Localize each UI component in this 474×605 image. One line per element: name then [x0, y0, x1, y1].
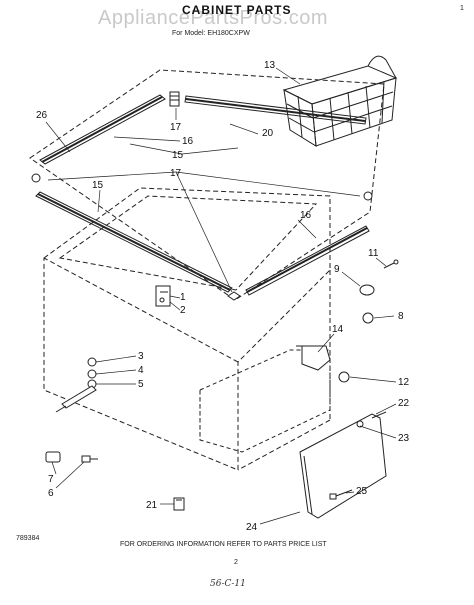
lid-corner-pieces — [31, 91, 373, 301]
hinge-assembly — [155, 285, 171, 307]
callout-6: 6 — [48, 488, 54, 499]
corner-piece-bottom — [227, 291, 241, 301]
callout-15-left: 15 — [92, 180, 104, 191]
leader-lines — [45, 67, 397, 525]
watermark-text: AppliancePartsPros.com — [98, 7, 328, 29]
callout-1: 1 — [180, 292, 186, 303]
callout-4: 4 — [138, 365, 144, 376]
callout-3: 3 — [138, 351, 144, 362]
ordering-note: FOR ORDERING INFORMATION REFER TO PARTS … — [120, 541, 327, 548]
callout-13: 13 — [264, 60, 276, 71]
cabinet-body — [43, 187, 331, 471]
corner-piece-left — [31, 173, 41, 183]
callout-17-top: 17 — [170, 122, 182, 133]
callout-17-center: 17 — [170, 168, 182, 179]
compressor-compartment — [199, 349, 331, 453]
callout-11: 11 — [368, 248, 379, 259]
callout-12: 12 — [398, 377, 410, 388]
callout-8: 8 — [398, 311, 404, 322]
drain-assembly — [55, 357, 97, 413]
callout-20: 20 — [262, 128, 274, 139]
callout-26: 26 — [36, 110, 48, 121]
callout-9: 9 — [334, 264, 340, 275]
part-number: 789384 — [16, 535, 39, 542]
callout-2: 2 — [180, 305, 186, 316]
callout-24: 24 — [246, 522, 258, 533]
page-corner-mark: 1 — [460, 5, 464, 12]
drain-cap-and-bolt — [45, 451, 98, 463]
callout-22: 22 — [398, 398, 410, 409]
corner-piece-right — [363, 191, 373, 201]
access-cover — [299, 413, 387, 519]
callout-16-top: 16 — [182, 136, 194, 147]
lid-trim-strips — [35, 94, 370, 296]
cover-screw — [329, 489, 353, 500]
corner-piece-top — [169, 91, 180, 107]
page-number: 2 — [234, 559, 238, 566]
storage-basket — [282, 55, 398, 147]
callout-25: 25 — [356, 486, 368, 497]
handwritten-note: 56-C-11 — [210, 579, 246, 589]
callout-labels: 26 16 17 15 20 17 15 16 13 11 9 8 14 1 2… — [36, 60, 410, 533]
bracket-part — [173, 497, 185, 511]
callout-5: 5 — [138, 379, 144, 390]
callout-15-top: 15 — [172, 150, 184, 161]
model-line: For Model: EH180CXPW — [172, 30, 250, 37]
callout-16-right: 16 — [300, 210, 312, 221]
right-side-parts — [296, 259, 399, 428]
callout-23: 23 — [398, 433, 410, 444]
callout-7: 7 — [48, 474, 54, 485]
callout-14: 14 — [332, 324, 344, 335]
diagram-title: CABINET PARTS — [182, 3, 291, 17]
callout-21: 21 — [146, 500, 158, 511]
